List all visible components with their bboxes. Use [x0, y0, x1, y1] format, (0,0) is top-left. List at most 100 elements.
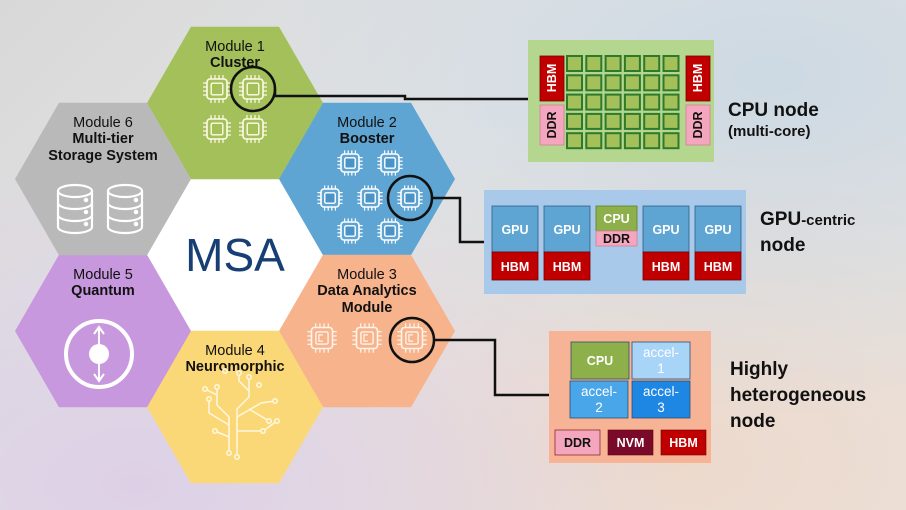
cpu-core — [566, 74, 583, 92]
gpu-block — [543, 205, 591, 253]
cpu-core — [643, 55, 661, 72]
hbm-block — [642, 251, 690, 281]
module-name-label: Storage System — [48, 148, 158, 164]
database-icon — [106, 183, 144, 235]
hbm-block-left — [539, 55, 565, 102]
hbm-label: HBM — [704, 260, 732, 274]
hbm-label: HBM — [652, 260, 680, 274]
accelerator-chip-icons — [307, 323, 427, 353]
memory-cell — [660, 429, 707, 456]
compute-label: 2 — [595, 400, 603, 415]
cpu-block: CPU — [570, 341, 630, 380]
gpu-chip-icon — [397, 185, 423, 211]
module-number-label: Module 1 — [205, 39, 265, 55]
compute-cell — [631, 380, 691, 419]
hbm-label: HBM — [553, 260, 581, 274]
memory-label: NVM — [617, 436, 645, 450]
module-name-label: Booster — [340, 131, 395, 147]
compute-label: accel- — [643, 345, 679, 360]
compute-label: 1 — [657, 361, 665, 376]
connector-cpu-node — [273, 89, 528, 101]
cpu-chip-icon — [239, 115, 267, 143]
center-label: MSA — [185, 229, 285, 281]
accelerator-chip-icon — [397, 323, 427, 353]
gpu-label: GPU — [704, 223, 731, 237]
gpu-node-title: GPU-centric — [760, 209, 855, 230]
module-name-label: Cluster — [210, 55, 260, 71]
cpu-core — [585, 55, 603, 72]
accelerator-chip-icon — [307, 323, 337, 353]
cpu-core — [566, 132, 583, 150]
cpu-core — [604, 93, 622, 111]
module-name-label: Module — [342, 300, 393, 316]
ddr-label: DDR — [691, 111, 705, 138]
gpu-chip-icon — [377, 150, 403, 176]
hbm-label: HBM — [501, 260, 529, 274]
hetero-node-title-line: node — [730, 411, 775, 432]
cpu-core — [643, 112, 661, 130]
neural-circuit-icon — [202, 368, 280, 460]
database-icon — [56, 183, 94, 235]
cpu-chip-icon — [239, 75, 267, 103]
module-name-label: Neuromorphic — [185, 359, 284, 375]
cpu-core — [585, 132, 603, 150]
gpu-chip-icon — [337, 218, 363, 244]
module-number-label: Module 5 — [73, 267, 133, 283]
cpu-core — [662, 74, 680, 92]
compute-label: 3 — [657, 400, 665, 415]
connectors — [229, 65, 549, 397]
cpu-block — [595, 205, 638, 232]
gpu-chip-icon — [357, 185, 383, 211]
gpu-chip-icon — [337, 150, 363, 176]
cpu-chip-icon — [203, 115, 231, 143]
cpu-core — [585, 93, 603, 111]
cpu-core — [604, 55, 622, 72]
accelerator-block-3: accel-3 — [631, 380, 691, 419]
accelerator-block-1: accel-1 — [631, 341, 691, 380]
module-name-label: Multi-tier — [72, 131, 134, 147]
connector-hetero-node — [434, 338, 549, 397]
module-number-label: Module 6 — [73, 115, 133, 131]
accelerator-chip-icon — [352, 323, 382, 353]
cpu-core — [604, 132, 622, 150]
gpu-block — [642, 205, 690, 253]
hbm-block — [543, 251, 591, 281]
ddr-label: DDR — [545, 111, 559, 138]
cpu-chip-icons — [203, 75, 267, 143]
qubit-spin-icon — [64, 319, 134, 389]
gpu-chip-icon — [377, 218, 403, 244]
hbm-label: HBM — [545, 64, 559, 92]
cpu-core — [662, 93, 680, 111]
cpu-core — [662, 132, 680, 150]
compute-label: CPU — [587, 354, 613, 368]
cpu-core — [604, 112, 622, 130]
module-number-label: Module 4 — [205, 343, 265, 359]
gpu-node-title-line2: node — [760, 235, 805, 256]
hbm-block — [694, 251, 742, 281]
compute-label: accel- — [643, 384, 679, 399]
memory-block-nvm: NVM — [607, 429, 654, 456]
module-number-label: Module 3 — [337, 267, 397, 283]
hbm-block-right — [685, 55, 711, 102]
cpu-core — [643, 74, 661, 92]
hexagon-shape — [279, 102, 455, 256]
gpu-node-title-main: GPU — [760, 209, 801, 230]
cpu-core — [662, 55, 680, 72]
ddr-label: DDR — [603, 232, 630, 246]
cpu-core — [585, 74, 603, 92]
hetero-node-title-line: heterogeneous — [730, 385, 866, 406]
memory-label: DDR — [564, 436, 591, 450]
